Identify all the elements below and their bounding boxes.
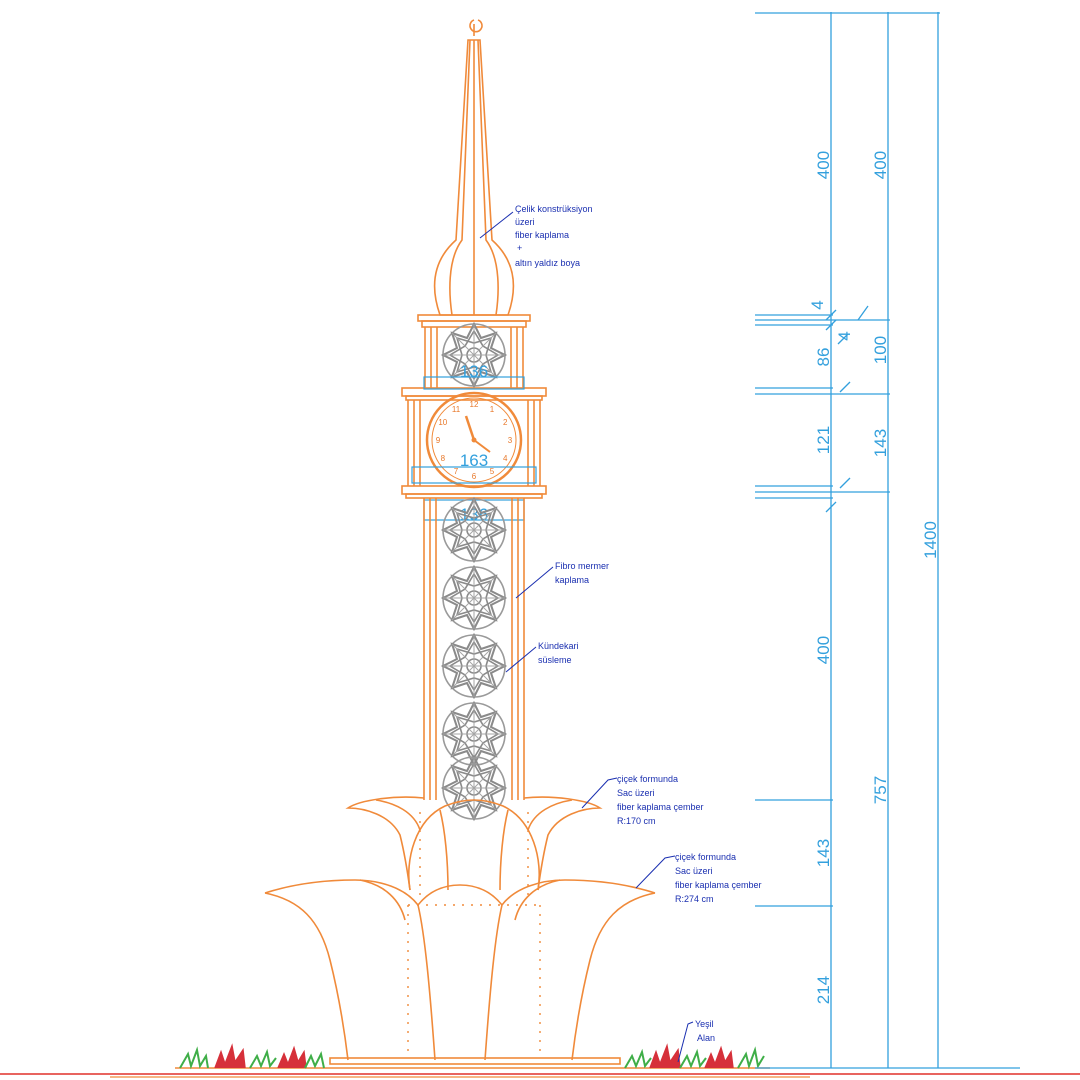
clock-numeral: 9: [436, 436, 441, 445]
note-line: Sac üzeri: [675, 866, 713, 876]
dim-143: 143: [871, 429, 890, 457]
dim-757: 757: [871, 776, 890, 804]
note-line: kaplama: [555, 575, 589, 585]
upper-panel-width: 136: [460, 362, 488, 381]
note-line: süsleme: [538, 655, 572, 665]
note-line: Yeşil: [695, 1019, 714, 1029]
dimension-lines: [755, 12, 1020, 1069]
leader-lines: [479, 211, 694, 1063]
hidden-lines: [407, 812, 541, 1058]
note-line: çiçek formunda: [675, 852, 736, 862]
dim-121: 121: [814, 426, 833, 454]
clock-numeral: 11: [452, 405, 461, 414]
note-line: fiber kaplama çember: [675, 880, 762, 890]
clock-minute-hand: [473, 439, 491, 453]
kundekari-ornament-5: [442, 756, 506, 820]
dim-143-lower: 143: [814, 839, 833, 867]
dim-4-top: 4: [808, 300, 827, 309]
tower-shaft: [423, 498, 525, 800]
crescent-finial: [469, 19, 483, 33]
kundekari-ornament-1: [442, 498, 506, 562]
dimension-labels: 400 4 86 121 400 143 214 4 400 100 143 7…: [808, 151, 940, 1004]
note-line: üzeri: [515, 217, 535, 227]
note-line: Çelik konstrüksiyon: [515, 204, 593, 214]
note-line: +: [517, 243, 522, 253]
dim-1400-total: 1400: [921, 521, 940, 559]
kundekari-ornament-2: [442, 566, 506, 630]
annotation-grass: Yeşil Alan: [695, 1019, 715, 1043]
kundekari-ornament-3: [442, 634, 506, 698]
clock-hour-hand: [464, 415, 476, 441]
upper-flower-petals: [345, 796, 603, 891]
note-line: Sac üzeri: [617, 788, 655, 798]
clock-numeral: 6: [472, 472, 477, 481]
annotation-kundekari: Kündekari süsleme: [538, 641, 579, 665]
clock-numeral: 10: [438, 418, 447, 427]
note-line: fiber kaplama çember: [617, 802, 704, 812]
annotation-spire: Çelik konstrüksiyon üzeri fiber kaplama …: [515, 204, 593, 268]
clock-numeral: 4: [503, 454, 508, 463]
spire: [433, 19, 515, 316]
dim-100: 100: [871, 336, 890, 364]
note-line: Kündekari: [538, 641, 579, 651]
clock-numeral: 7: [454, 467, 459, 476]
annotation-fibro: Fibro mermer kaplama: [555, 561, 609, 585]
grass-plants-left: [179, 1043, 325, 1070]
annotation-flower-lower: çiçek formunda Sac üzeri fiber kaplama ç…: [675, 852, 762, 904]
note-line: çiçek formunda: [617, 774, 678, 784]
note-line: fiber kaplama: [515, 230, 569, 240]
dim-86: 86: [814, 348, 833, 367]
clock-numeral: 8: [441, 454, 446, 463]
note-line: altın yaldız boya: [515, 258, 580, 268]
clock-numeral: 5: [490, 467, 495, 476]
dim-shaft-400: 400: [814, 636, 833, 664]
clock-width: 163: [460, 451, 488, 470]
annotation-flower-upper: çiçek formunda Sac üzeri fiber kaplama ç…: [617, 774, 704, 826]
note-line: R:274 cm: [675, 894, 714, 904]
dim-spire-400: 400: [814, 151, 833, 179]
dim-214: 214: [814, 976, 833, 1004]
grass-plants-right: [624, 1043, 765, 1070]
note-line: Alan: [697, 1033, 715, 1043]
dim-spire-400-b: 400: [871, 151, 890, 179]
lower-flower-petals: [264, 879, 656, 1061]
clock-numeral: 2: [503, 418, 508, 427]
note-line: Fibro mermer: [555, 561, 609, 571]
note-line: R:170 cm: [617, 816, 656, 826]
dim-4-second: 4: [835, 331, 854, 340]
clock-numeral: 3: [508, 436, 513, 445]
clock-numeral: 1: [490, 405, 495, 414]
clock-numeral: 12: [470, 400, 479, 409]
ground-line: [0, 1073, 1080, 1078]
